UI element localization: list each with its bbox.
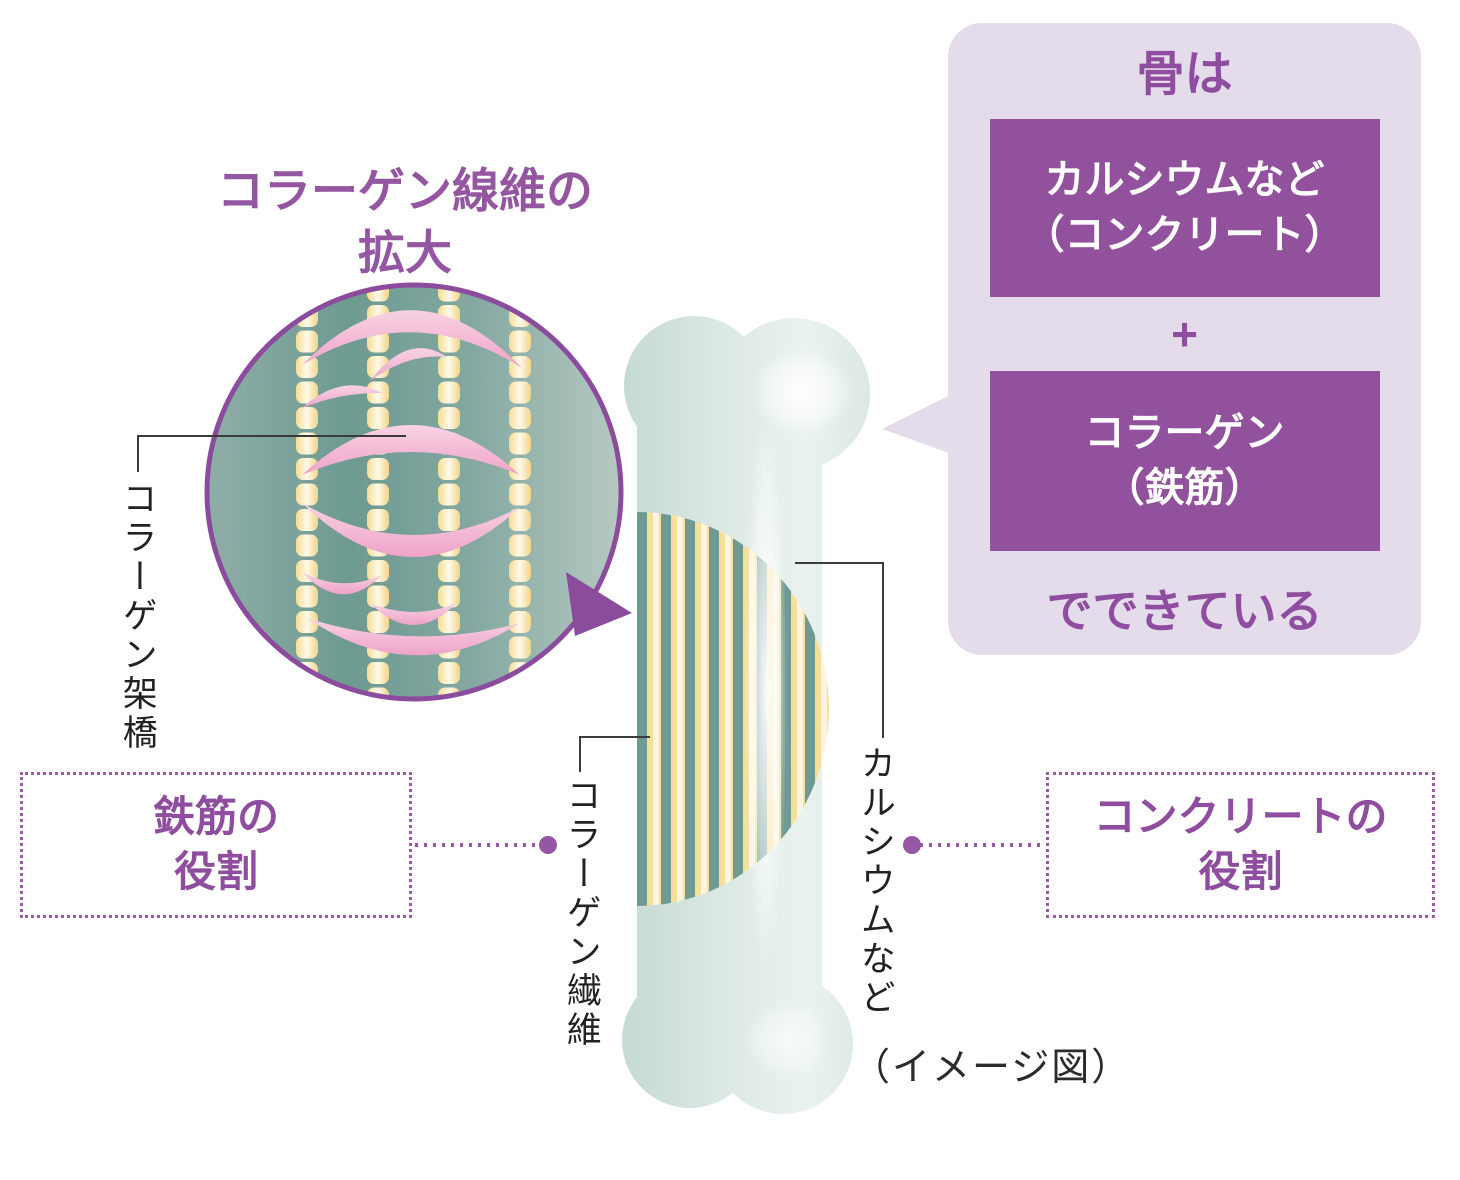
magnifier-pointer-arrow-icon: [566, 572, 632, 636]
bone-highlights: [744, 346, 852, 1080]
role-box-concrete: コンクリートの 役割: [1046, 772, 1435, 918]
bubble-component-concrete: カルシウムなど （コンクリート）: [989, 118, 1380, 297]
connector-dot-icon: [539, 836, 557, 854]
speech-bubble: 骨は カルシウムなど （コンクリート） + コラーゲン （鉄筋） でできている: [948, 23, 1421, 655]
role-box-rebar: 鉄筋の 役割: [20, 772, 412, 918]
leader-lines: [137, 435, 884, 772]
magnifier-title: コラーゲン線維の 拡大: [217, 164, 593, 280]
label-collagen-crosslink: コラーゲン架橋: [117, 480, 157, 753]
connector-dot-icon: [903, 836, 921, 854]
collagen-crosslink-ribbons: [302, 310, 522, 656]
bubble-tail-icon: [882, 394, 952, 454]
bubble-heading: 骨は: [1136, 48, 1233, 101]
bubble-footer: でできている: [1046, 584, 1323, 637]
leader-fiber: [579, 736, 650, 772]
label-collagen-fiber: コラーゲン繊維: [561, 777, 601, 1050]
label-calcium: カルシウムなど: [855, 745, 895, 1018]
leader-crosslink: [137, 435, 406, 472]
bubble-component-rebar: コラーゲン （鉄筋）: [989, 370, 1380, 551]
connector-right: [903, 836, 1044, 854]
connector-left: [415, 836, 557, 854]
leader-calcium: [795, 562, 884, 738]
image-caption: （イメージ図）: [852, 1047, 1132, 1089]
plus-icon: +: [1171, 307, 1198, 360]
magnifier-circle: [204, 282, 632, 702]
